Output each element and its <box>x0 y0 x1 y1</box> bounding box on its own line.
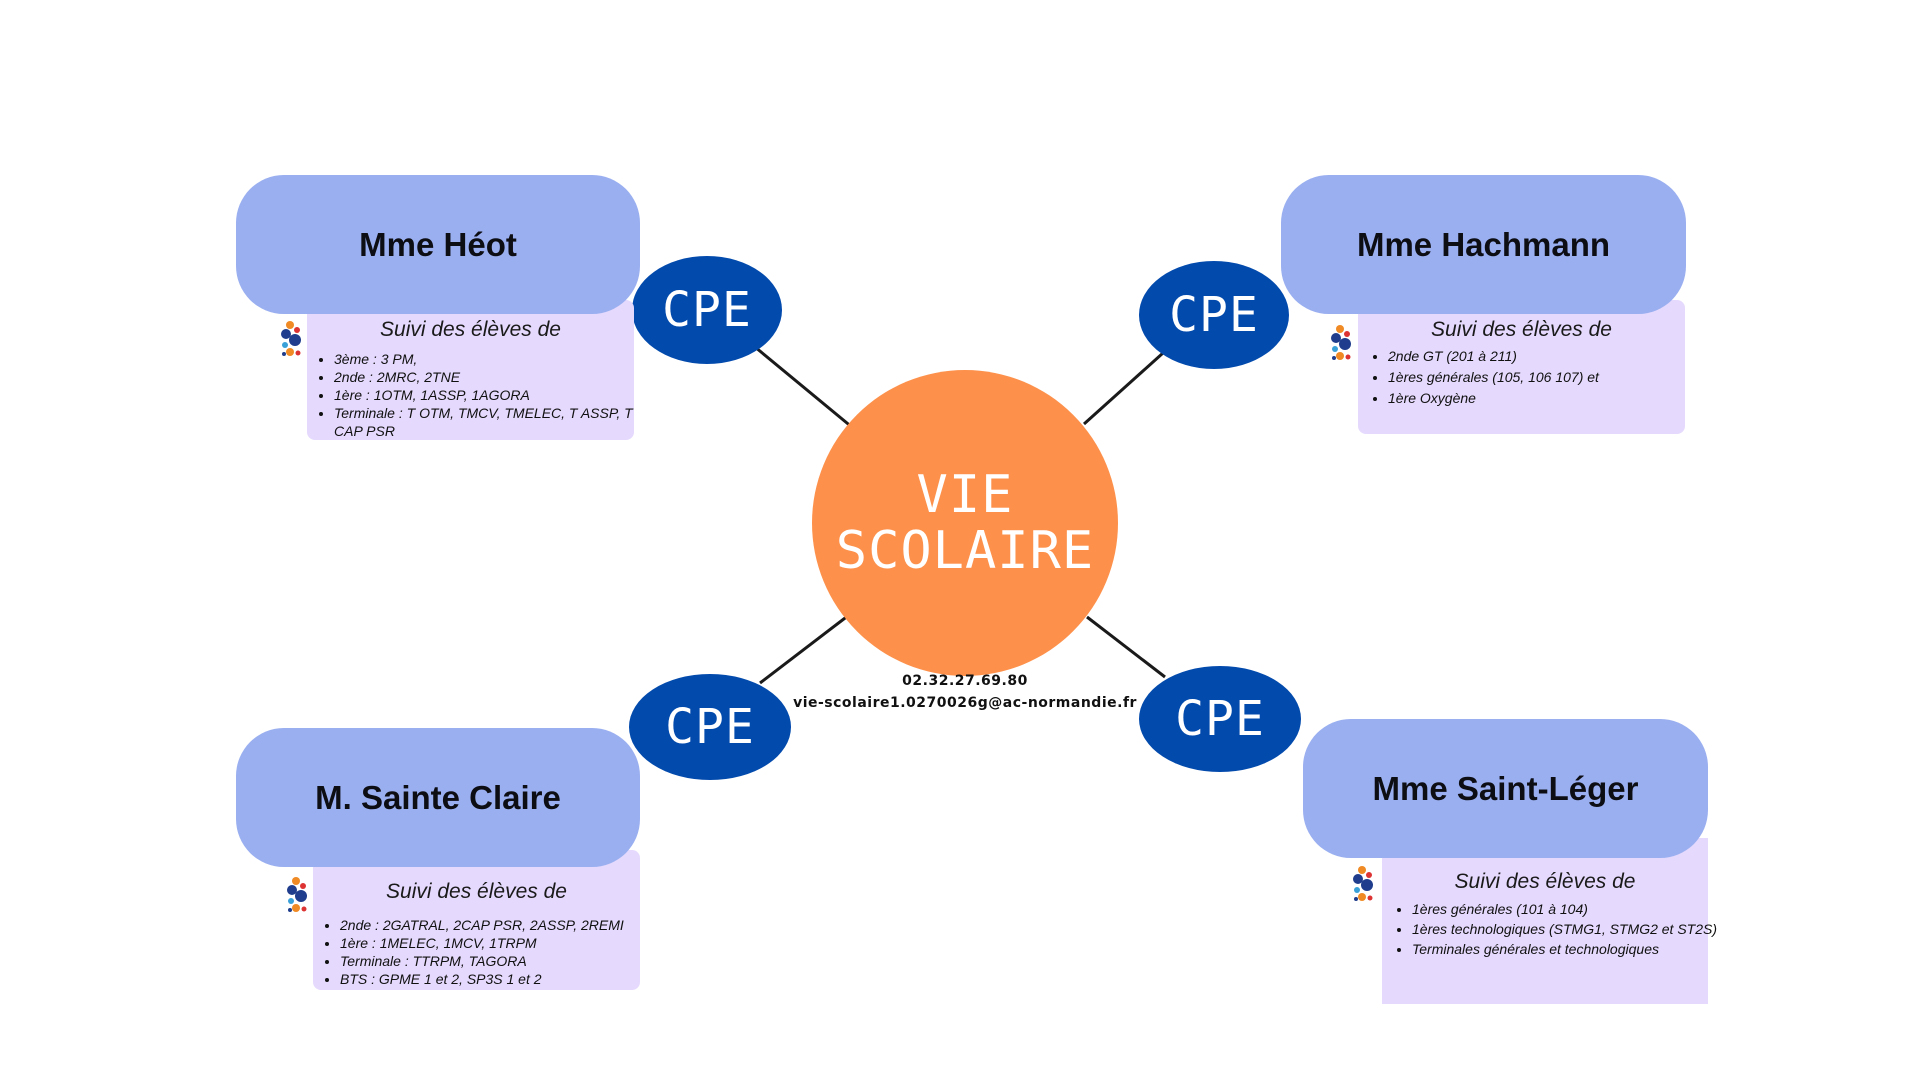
class-list-item: 1ères technologiques (STMG1, STMG2 et ST… <box>1412 919 1717 939</box>
card-panel-heot <box>307 300 634 440</box>
card-panel-hachmann <box>1358 300 1685 434</box>
contact-info: 02.32.27.69.80 vie-scolaire1.0270026g@ac… <box>760 670 1170 714</box>
class-list-item: 2nde GT (201 à 211) <box>1388 346 1702 367</box>
card-header-heot: Mme Héot <box>236 175 640 314</box>
connector-top-right <box>1082 351 1165 426</box>
cpe-name: M. Sainte Claire <box>315 778 561 816</box>
suivi-label: Suivi des élèves de <box>386 880 567 903</box>
class-list: 2nde GT (201 à 211) 1ères générales (105… <box>1366 346 1702 409</box>
cpe-label: CPE <box>665 699 755 755</box>
connector-bottom-right <box>1086 615 1166 679</box>
class-list-item: Terminale : T OTM, TMCV, TMELEC, T ASSP,… <box>334 404 656 440</box>
class-list-item: BTS : GPME 1 et 2, SP3S 1 et 2 <box>340 970 662 988</box>
class-list-item: 2nde : 2MRC, 2TNE <box>334 368 656 386</box>
class-list-item: 1ère Oxygène <box>1388 388 1702 409</box>
school-logo-icon <box>281 321 301 356</box>
class-list-item: Terminale : TTRPM, TAGORA <box>340 952 662 970</box>
class-list-item: 3ème : 3 PM, <box>334 350 656 368</box>
connector-bottom-left <box>759 613 850 685</box>
school-logo-icon <box>1331 325 1351 360</box>
class-list-item: Terminales générales et technologiques <box>1412 939 1717 959</box>
cpe-label: CPE <box>1169 287 1259 343</box>
class-list: 3ème : 3 PM, 2nde : 2MRC, 2TNE 1ère : 1O… <box>312 350 656 440</box>
class-list: 2nde : 2GATRAL, 2CAP PSR, 2ASSP, 2REMI 1… <box>318 916 662 988</box>
school-logo-icon <box>287 877 307 912</box>
suivi-label: Suivi des élèves de <box>1431 318 1612 341</box>
cpe-label: CPE <box>662 282 752 338</box>
contact-phone: 02.32.27.69.80 <box>902 673 1028 689</box>
card-header-sainte-claire: M. Sainte Claire <box>236 728 640 867</box>
class-list-item: 1ère : 1MELEC, 1MCV, 1TRPM <box>340 934 662 952</box>
cpe-name: Mme Héot <box>359 225 517 263</box>
card-header-hachmann: Mme Hachmann <box>1281 175 1686 314</box>
cpe-bubble-bottom-left: CPE <box>629 674 791 780</box>
class-list-item: 1ères générales (105, 106 107) et <box>1388 367 1702 388</box>
card-header-saint-leger: Mme Saint-Léger <box>1303 719 1708 858</box>
card-panel-saint-leger <box>1382 838 1708 1004</box>
suivi-label: Suivi des élèves de <box>380 318 561 341</box>
cpe-bubble-bottom-right: CPE <box>1139 666 1301 772</box>
suivi-label: Suivi des élèves de <box>1454 870 1636 893</box>
cpe-name: Mme Saint-Léger <box>1372 769 1639 807</box>
class-list-item: 2nde : 2GATRAL, 2CAP PSR, 2ASSP, 2REMI <box>340 916 662 934</box>
cpe-label: CPE <box>1175 691 1265 747</box>
vie-scolaire-hub: VIE SCOLAIRE <box>812 370 1118 676</box>
hub-title-line1: VIE <box>916 465 1014 525</box>
class-list-item: 1ère : 1OTM, 1ASSP, 1AGORA <box>334 386 656 404</box>
school-logo-icon <box>1353 866 1373 901</box>
card-panel-sainte-claire <box>313 850 640 990</box>
class-list: 1ères générales (101 à 104) 1ères techno… <box>1390 899 1717 959</box>
hub-title-line2: SCOLAIRE <box>835 521 1095 581</box>
cpe-bubble-top-left: CPE <box>632 256 782 364</box>
cpe-bubble-top-right: CPE <box>1139 261 1289 369</box>
cpe-name: Mme Hachmann <box>1356 225 1611 263</box>
contact-email: vie-scolaire1.0270026g@ac-normandie.fr <box>793 695 1137 711</box>
class-list-item: 1ères générales (101 à 104) <box>1412 899 1717 919</box>
connector-top-left <box>754 345 854 430</box>
